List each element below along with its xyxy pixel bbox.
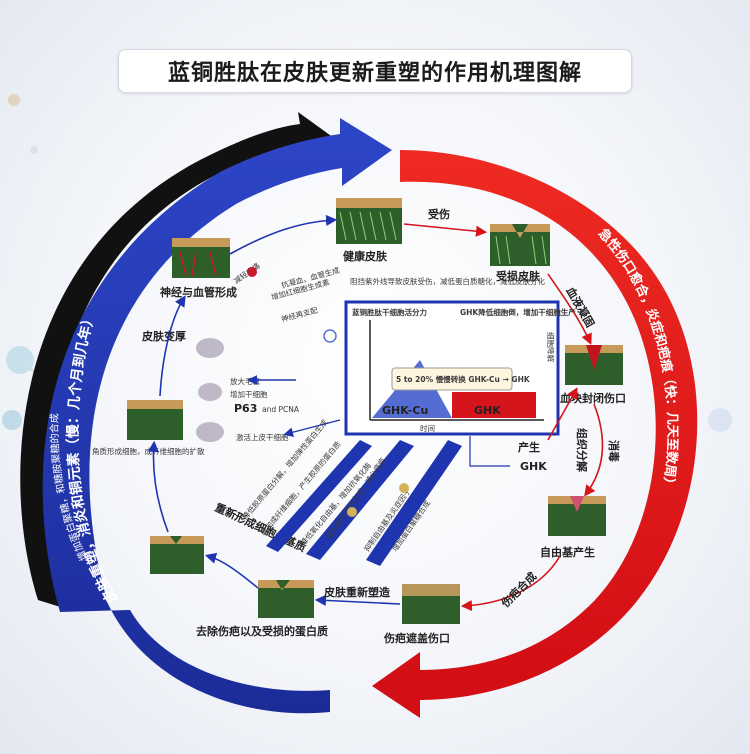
center-ghk: GHK	[474, 404, 501, 417]
svg-text:激活上皮干细胞: 激活上皮干细胞	[236, 432, 289, 442]
center-time: 时间	[420, 423, 435, 433]
label-disinfect: 消毒	[607, 440, 621, 462]
label-skin-rebuild: 皮肤重新塑造	[323, 585, 391, 599]
stage-remove: 去除伤疤以及受损的蛋白质	[196, 580, 328, 638]
stage-clot: 血块封闭伤口	[560, 345, 626, 405]
ghk-bar	[452, 392, 536, 418]
svg-text:角质形成细胞，成纤维细胞的扩散: 角质形成细胞，成纤维细胞的扩散	[92, 446, 205, 456]
svg-text:神经再支配: 神经再支配	[280, 304, 319, 323]
page-title: 蓝铜胜肽在皮肤更新重塑的作用机理图解	[167, 61, 582, 86]
stage-radical: 自由基产生	[540, 496, 606, 559]
center-panel: 蓝铜胜肽干细胞活分力 GHK降低细胞倒，增加干细胞生产 5 to 20% 慢慢转…	[344, 300, 576, 436]
svg-text:自由基产生: 自由基产生	[540, 545, 595, 559]
produce-label: 产生	[518, 440, 540, 454]
svg-text:血块封闭伤口: 血块封闭伤口	[560, 391, 626, 405]
cycle-arrows	[147, 214, 604, 612]
label-damage-text: 阻挡紫外线导致皮肤受伤，减低蛋白质糖化，减低皮肤分化	[350, 276, 545, 286]
diagonal-bands: 增加成纤维细胞，产生胶原的蛋白质 降低胶原蛋白分解，增加弹性蛋白生成 降低氧化自…	[240, 417, 462, 566]
nerve-labels: 抗凝血、血管生成 增加红细胞生成素 神经再支配 减轻疼痛	[231, 260, 341, 343]
blue-main-arc	[42, 118, 392, 714]
svg-text:and PCNA: and PCNA	[262, 405, 300, 414]
label-injury: 受伤	[428, 207, 450, 221]
center-ghkcu: GHK-Cu	[382, 404, 428, 417]
svg-text:伤疤遮盖伤口: 伤疤遮盖伤口	[383, 631, 450, 645]
stage-remodel-label: 皮肤变厚	[141, 329, 186, 343]
stage-healthy: 健康皮肤	[336, 198, 402, 263]
produce-ghk-label: GHK	[520, 460, 547, 473]
center-top-left: 蓝铜胜肽干细胞活分力	[352, 307, 427, 317]
produce-box-line	[469, 436, 510, 467]
center-side: 细胞降解	[546, 332, 556, 362]
label-tissue: 组织分解	[575, 428, 589, 472]
svg-text:神经与血管形成: 神经与血管形成	[160, 285, 237, 299]
title-bar: 蓝铜胜肽在皮肤更新重塑的作用机理图解	[118, 49, 632, 93]
stage-fibro: 角质形成细胞，成纤维细胞的扩散	[92, 400, 205, 456]
red-main-arc	[372, 150, 698, 718]
svg-text:去除伤疤以及受损的蛋白质: 去除伤疤以及受损的蛋白质	[196, 624, 328, 638]
stage-rebuild	[150, 536, 204, 574]
svg-text:增加干细胞: 增加干细胞	[230, 389, 268, 399]
stage-nerve: 神经与血管形成	[160, 238, 237, 299]
produce-arrow	[547, 387, 578, 441]
center-bubble: 5 to 20% 慢慢转换 GHK-Cu → GHK	[396, 374, 531, 384]
svg-text:皮肤变厚: 皮肤变厚	[141, 329, 186, 343]
svg-text:减轻疼痛: 减轻疼痛	[231, 260, 262, 286]
stage-scar: 伤疤遮盖伤口	[383, 584, 460, 645]
svg-text:放大毛囊: 放大毛囊	[230, 376, 260, 386]
stage-damaged: 受损皮肤	[490, 224, 550, 283]
svg-text:P63: P63	[234, 402, 257, 415]
svg-text:受损皮肤: 受损皮肤	[496, 269, 541, 283]
label-scar-synth: 伤疤合成	[498, 569, 540, 611]
center-top-right: GHK降低细胞倒，增加干细胞生产	[460, 307, 576, 317]
svg-text:健康皮肤: 健康皮肤	[343, 249, 388, 263]
stem-labels: 放大毛囊 增加干细胞 P63 and PCNA 激活上皮干细胞	[196, 338, 341, 442]
